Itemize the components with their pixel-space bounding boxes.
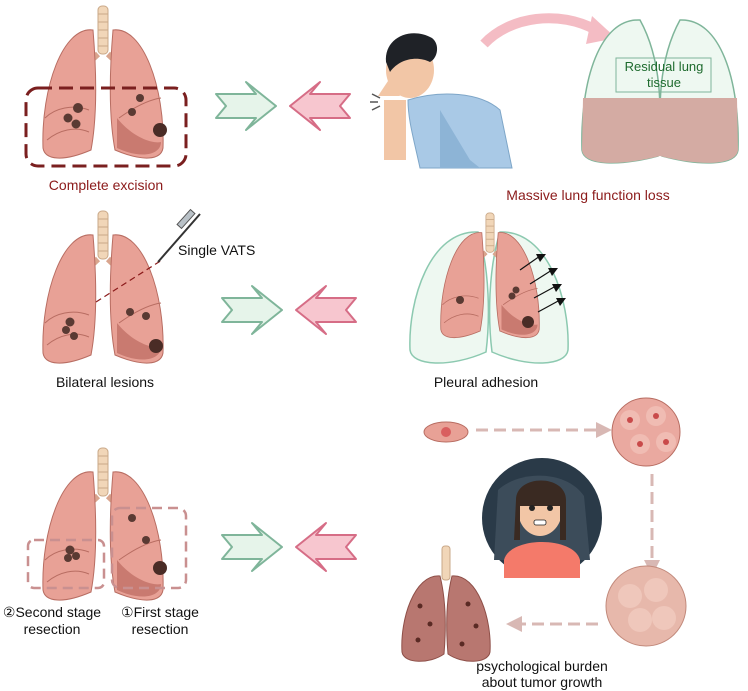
residual-lung-tissue-label: Residual lung tissue: [624, 59, 704, 90]
anxious-woman-icon: [482, 458, 602, 578]
bilateral-lesions-label: Bilateral lesions: [55, 374, 155, 390]
residual-lung-icon: [581, 19, 739, 164]
complete-excision-label: Complete excision: [48, 177, 164, 193]
complete-excision-dashed-box: [24, 86, 188, 168]
row1-lungs-icon: [43, 6, 167, 158]
pleural-adhesion-label: Pleural adhesion: [433, 374, 539, 390]
second-stage-dashed-box: [26, 538, 106, 590]
arrow-left-icon: [289, 81, 351, 131]
vats-line: [95, 259, 163, 303]
arrow-right-icon: [221, 285, 283, 335]
arrow-left-icon: [295, 522, 357, 572]
scalpel-icon: [157, 208, 201, 263]
row3-lungs-icon: [43, 448, 167, 600]
arrow-right-icon: [215, 81, 277, 131]
row2-lungs-icon: [43, 211, 163, 363]
second-stage-resection-label: ②Second stage resection: [2, 604, 102, 637]
massive-lung-function-loss-label: Massive lung function loss: [506, 187, 670, 203]
first-stage-resection-label: ①First stage resection: [121, 604, 199, 637]
single-vats-label: Single VATS: [178, 242, 256, 258]
coughing-patient-icon: [370, 33, 513, 169]
pleural-adhesion-icon: [409, 213, 569, 364]
arrow-left-icon: [295, 285, 357, 335]
arrow-right-icon: [221, 522, 283, 572]
psychological-burden-label: psychological burden about tumor growth: [476, 658, 608, 690]
diseased-lungs-icon: [401, 545, 491, 662]
tumor-cycle-icon: [423, 397, 687, 647]
curved-arrow-icon: [480, 13, 599, 48]
first-stage-dashed-box: [110, 506, 188, 590]
